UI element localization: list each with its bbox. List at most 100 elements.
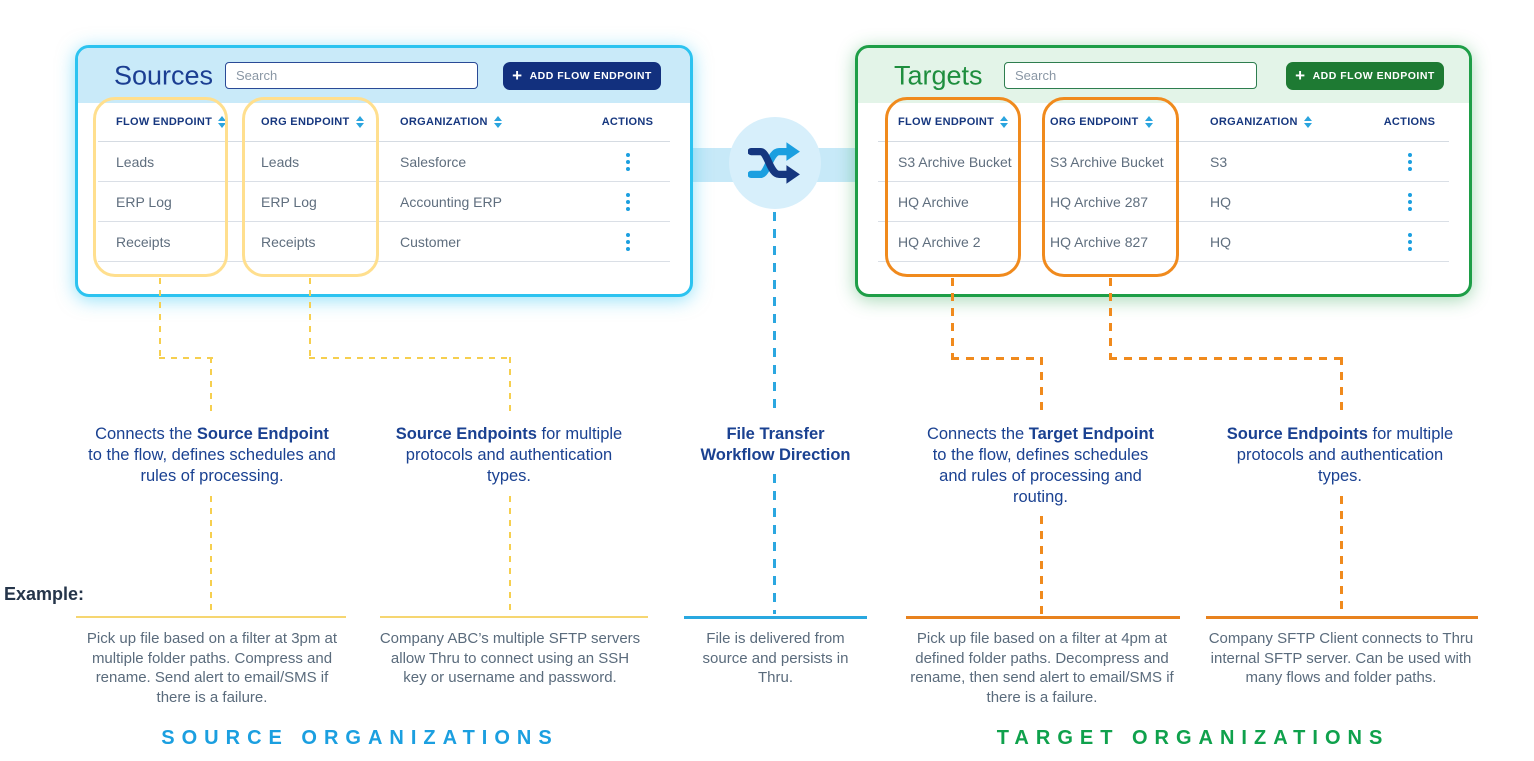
cell-org-endpoint: HQ Archive 287 <box>1050 193 1149 210</box>
cell-flow-endpoint: HQ Archive 2 <box>898 233 981 250</box>
cell-flow-endpoint: Receipts <box>116 233 171 250</box>
plus-icon: + <box>1295 65 1306 85</box>
connector-target-org-endpoint <box>1340 496 1343 614</box>
example-text: Company SFTP Client connects to Thru int… <box>1208 630 1474 686</box>
example-divider <box>684 616 867 619</box>
connector-target-org-endpoint <box>1109 357 1343 360</box>
connector-source-flow-endpoint <box>159 357 213 359</box>
column-header-organization[interactable]: ORGANIZATION <box>400 116 585 128</box>
cell-organization: Accounting ERP <box>400 193 502 210</box>
column-header-flow-endpoint[interactable]: FLOW ENDPOINT <box>898 116 1050 128</box>
connector-target-flow-endpoint <box>1040 357 1043 414</box>
targets-header: Targets + ADD FLOW ENDPOINT <box>858 48 1469 103</box>
annotation-target-org-endpoint: Source Endpoints for multiple protocols … <box>1226 425 1454 485</box>
kebab-menu-icon[interactable] <box>624 151 632 173</box>
connector-target-flow-endpoint <box>951 357 1043 360</box>
targets-panel: Targets + ADD FLOW ENDPOINT FLOW ENDPOIN… <box>855 45 1472 297</box>
column-header-org-endpoint[interactable]: ORG ENDPOINT <box>1050 116 1210 128</box>
example-label: Example: <box>4 584 85 604</box>
table-row: Receipts Receipts Customer <box>98 222 670 262</box>
plus-icon: + <box>512 65 523 85</box>
kebab-menu-icon[interactable] <box>1406 231 1414 253</box>
targets-add-flow-endpoint-button[interactable]: + ADD FLOW ENDPOINT <box>1286 62 1444 90</box>
sources-add-flow-endpoint-button[interactable]: + ADD FLOW ENDPOINT <box>503 62 661 90</box>
column-header-flow-endpoint[interactable]: FLOW ENDPOINT <box>116 116 261 128</box>
sort-icon[interactable] <box>493 116 502 128</box>
column-header-organization[interactable]: ORGANIZATION <box>1210 116 1370 128</box>
targets-search-input[interactable] <box>1004 62 1257 89</box>
kebab-menu-icon[interactable] <box>1406 151 1414 173</box>
cell-org-endpoint: Receipts <box>261 233 316 250</box>
sources-table-header: FLOW ENDPOINT ORG ENDPOINT ORGANIZATION … <box>98 103 670 142</box>
column-header-actions: ACTIONS <box>601 116 654 128</box>
sort-icon[interactable] <box>218 116 227 128</box>
cell-org-endpoint: ERP Log <box>261 193 317 210</box>
targets-table-body: S3 Archive Bucket S3 Archive Bucket S3 HQ A… <box>878 142 1449 262</box>
connector-target-org-endpoint <box>1340 357 1343 414</box>
table-row: HQ Archive HQ Archive 287 HQ <box>878 182 1449 222</box>
cell-organization: HQ <box>1210 193 1231 210</box>
example-text: Pick up file based on a filter at 4pm at… <box>910 630 1174 706</box>
kebab-menu-icon[interactable] <box>624 191 632 213</box>
cell-organization: Customer <box>400 233 461 250</box>
sort-icon[interactable] <box>1000 116 1009 128</box>
connector-source-flow-endpoint <box>210 496 212 614</box>
column-header-actions: ACTIONS <box>1383 116 1436 128</box>
sort-icon[interactable] <box>1303 116 1312 128</box>
cell-flow-endpoint: ERP Log <box>116 193 172 210</box>
connector-target-flow-endpoint <box>1040 516 1043 614</box>
cell-org-endpoint: Leads <box>261 153 300 170</box>
kebab-menu-icon[interactable] <box>624 231 632 253</box>
cell-actions <box>1370 191 1449 213</box>
annotation-target-flow-endpoint: Connects the Target Endpoint to the flow… <box>926 425 1155 506</box>
cell-actions <box>585 231 670 253</box>
targets-table-header: FLOW ENDPOINT ORG ENDPOINT ORGANIZATION … <box>878 103 1449 142</box>
cell-organization: S3 <box>1210 153 1228 170</box>
table-row: Leads Leads Salesforce <box>98 142 670 182</box>
example-divider <box>906 616 1180 619</box>
sources-panel: Sources + ADD FLOW ENDPOINT FLOW ENDPOIN… <box>75 45 693 297</box>
cell-flow-endpoint: S3 Archive Bucket <box>898 153 1012 170</box>
connector-source-org-endpoint <box>309 357 512 359</box>
sources-search-input[interactable] <box>225 62 478 89</box>
sort-icon[interactable] <box>355 116 364 128</box>
sort-icon[interactable] <box>1144 116 1153 128</box>
sources-header: Sources + ADD FLOW ENDPOINT <box>78 48 690 103</box>
table-row: ERP Log ERP Log Accounting ERP <box>98 182 670 222</box>
annotation-source-org-endpoint: Source Endpoints for multiple protocols … <box>395 425 623 485</box>
connector-workflow-direction <box>773 212 776 414</box>
shuffle-icon <box>748 142 800 184</box>
target-organizations-label: TARGET ORGANIZATIONS <box>996 727 1390 749</box>
cell-actions <box>1370 151 1449 173</box>
connector-source-flow-endpoint <box>210 357 212 414</box>
cell-organization: Salesforce <box>400 153 467 170</box>
connector-workflow-direction <box>773 474 776 614</box>
cell-org-endpoint: S3 Archive Bucket <box>1050 153 1164 170</box>
cell-flow-endpoint: HQ Archive <box>898 193 969 210</box>
table-row: S3 Archive Bucket S3 Archive Bucket S3 <box>878 142 1449 182</box>
column-header-org-endpoint[interactable]: ORG ENDPOINT <box>261 116 400 128</box>
example-text: Company ABC’s multiple SFTP servers allo… <box>379 630 641 686</box>
add-button-label: ADD FLOW ENDPOINT <box>529 70 652 82</box>
example-text: File is delivered from source and persis… <box>702 630 849 686</box>
targets-table: FLOW ENDPOINT ORG ENDPOINT ORGANIZATION … <box>878 103 1449 262</box>
example-text: Pick up file based on a filter at 3pm at… <box>86 630 338 706</box>
targets-title: Targets <box>894 60 983 90</box>
sources-table: FLOW ENDPOINT ORG ENDPOINT ORGANIZATION … <box>98 103 670 262</box>
cell-actions <box>585 151 670 173</box>
cell-flow-endpoint: Leads <box>116 153 155 170</box>
connector-source-org-endpoint <box>509 496 511 614</box>
kebab-menu-icon[interactable] <box>1406 191 1414 213</box>
source-organizations-label: SOURCE ORGANIZATIONS <box>161 727 559 749</box>
cell-actions <box>1370 231 1449 253</box>
annotation-workflow-direction: File Transfer Workflow Direction <box>700 425 851 464</box>
sources-title: Sources <box>114 60 214 90</box>
cell-org-endpoint: HQ Archive 827 <box>1050 233 1149 250</box>
cell-actions <box>585 191 670 213</box>
example-divider <box>380 616 648 618</box>
annotation-source-flow-endpoint: Connects the Source Endpoint to the flow… <box>88 425 336 485</box>
connector-source-org-endpoint <box>509 357 511 414</box>
add-button-label: ADD FLOW ENDPOINT <box>1312 70 1435 82</box>
